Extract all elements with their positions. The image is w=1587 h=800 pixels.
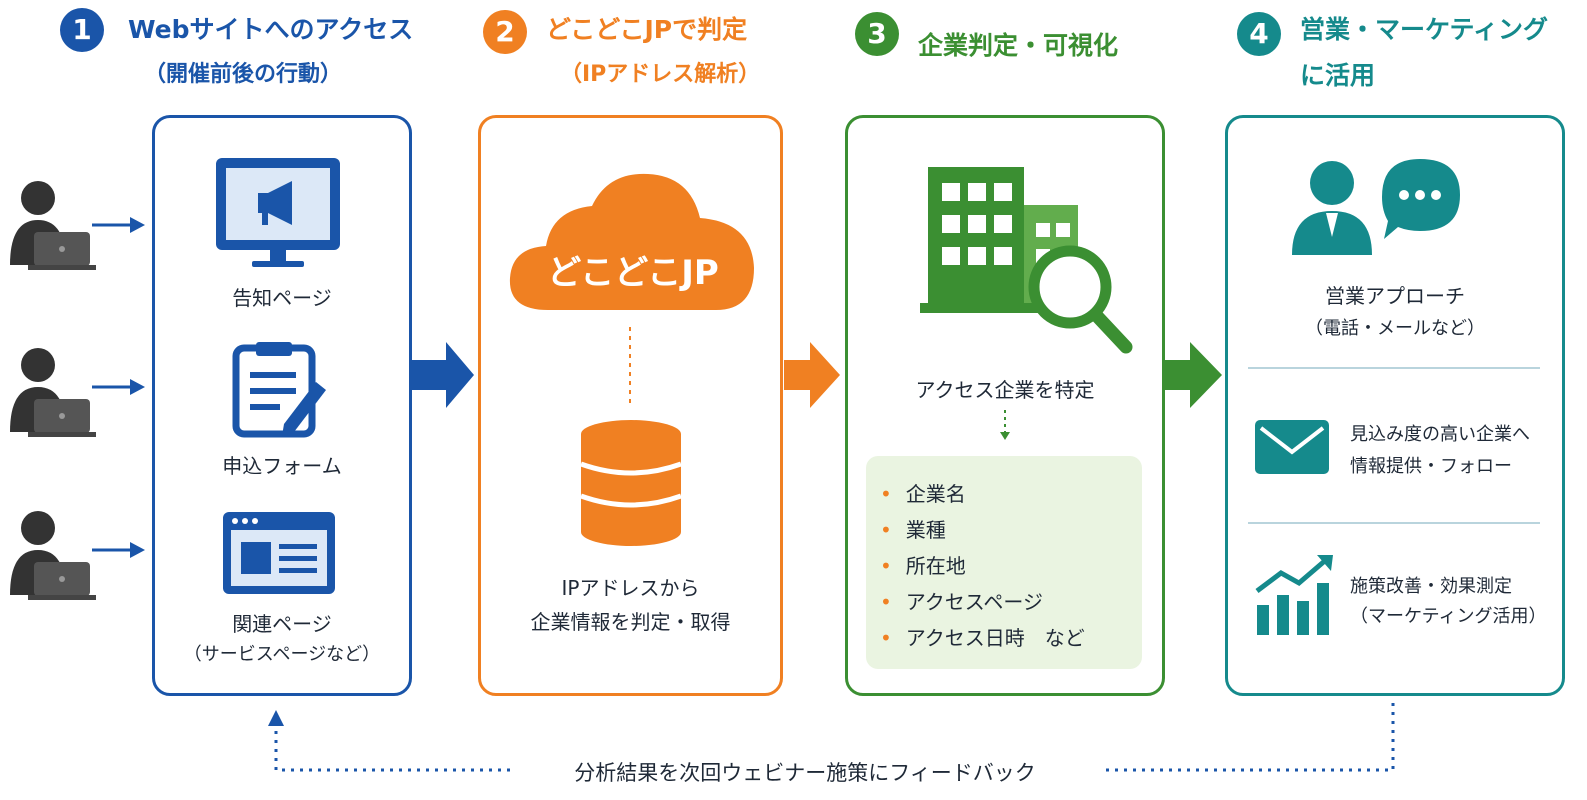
- bullet-access-page: アクセスページ: [880, 584, 1085, 620]
- dotted-arrow-down-icon: [1000, 410, 1010, 440]
- panel2-caption-line1: IPアドレスから: [561, 576, 700, 600]
- step-2-number: 2: [483, 10, 527, 54]
- user-laptop-icon-1: [10, 181, 145, 270]
- company-info-list: 企業名 業種 所在地 アクセスページ アクセス日時 など: [880, 476, 1085, 656]
- panel4-sales-approach-sub: （電話・メールなど）: [1305, 318, 1485, 339]
- item-related-page: 関連ページ: [232, 612, 332, 636]
- item-application-form: 申込フォーム: [222, 454, 342, 478]
- bullet-industry: 業種: [880, 512, 1085, 548]
- step-4-title-line2: に活用: [1300, 61, 1376, 90]
- users-column: [10, 181, 145, 600]
- step-3-title: 企業判定・可視化: [918, 31, 1119, 60]
- user-laptop-icon-3: [10, 511, 145, 600]
- divider-2: [1248, 522, 1540, 524]
- step-3-number: 3: [855, 12, 899, 56]
- browser-window-icon: [223, 512, 335, 594]
- feedback-caption: 分析結果を次回ウェビナー施策にフィードバック: [574, 761, 1036, 785]
- bullet-access-datetime: アクセス日時 など: [880, 620, 1085, 656]
- divider-1: [1248, 367, 1540, 369]
- sales-person-chat-icon: [1292, 159, 1460, 255]
- cloud-label: どこどこJP: [547, 253, 719, 293]
- cloud-icon: [509, 173, 754, 310]
- panel4-improvement-line1: 施策改善・効果測定: [1350, 576, 1512, 597]
- arrow-right-icon-1: [410, 342, 474, 408]
- growth-chart-icon: [1255, 555, 1333, 635]
- database-icon: [580, 420, 682, 546]
- panel4-improvement-line2: （マーケティング活用）: [1350, 606, 1547, 627]
- item-announcement-page: 告知ページ: [232, 286, 332, 310]
- step-2-title: どこどこJPで判定: [546, 15, 748, 44]
- panel4-follow-up-line2: 情報提供・フォロー: [1350, 456, 1512, 477]
- panel4-follow-up-line1: 見込み度の高い企業へ: [1350, 424, 1530, 445]
- arrow-right-icon-3: [1164, 342, 1222, 408]
- building-search-icon: [920, 167, 1133, 354]
- panel2-caption-line2: 企業情報を判定・取得: [530, 610, 731, 634]
- user-laptop-icon-2: [10, 348, 145, 437]
- step-1-title: Webサイトへのアクセス: [128, 15, 414, 44]
- item-related-page-sublabel: （サービスページなど）: [183, 644, 381, 665]
- step-4-number: 4: [1237, 12, 1281, 56]
- step-1-number: 1: [60, 8, 104, 52]
- dotted-connector: [629, 327, 631, 403]
- monitor-megaphone-icon: [216, 158, 340, 267]
- envelope-icon: [1255, 420, 1329, 474]
- bullet-location: 所在地: [880, 548, 1085, 584]
- step-4-title-line1: 営業・マーケティング: [1300, 15, 1549, 44]
- bullet-company-name: 企業名: [880, 476, 1085, 512]
- panel3-caption: アクセス企業を特定: [915, 378, 1095, 402]
- arrow-right-icon-2: [784, 342, 840, 408]
- step-2-subtitle: （IPアドレス解析）: [560, 62, 761, 87]
- clipboard-pen-icon: [232, 342, 326, 438]
- step-1-subtitle: （開催前後の行動）: [144, 62, 343, 87]
- panel4-sales-approach: 営業アプローチ: [1325, 284, 1465, 308]
